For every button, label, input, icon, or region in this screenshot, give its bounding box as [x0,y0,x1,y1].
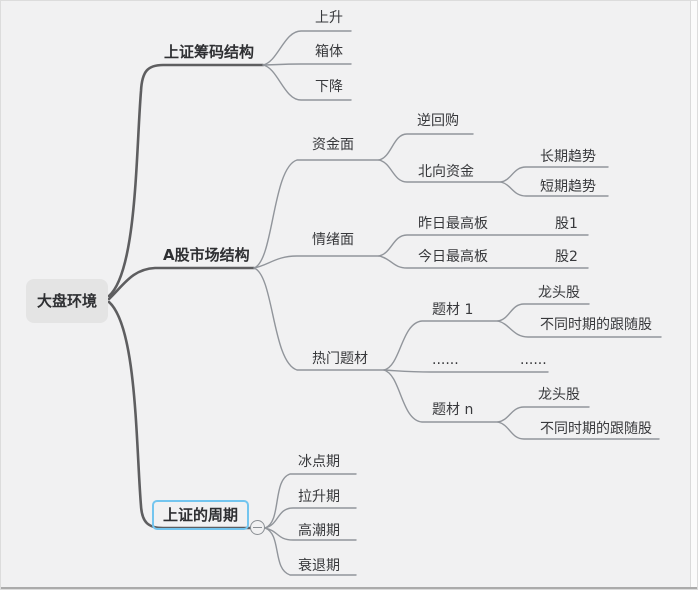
canvas-bottom-edge [1,587,697,589]
node-decline-period[interactable]: 衰退期 [298,558,340,574]
node-shanghai-cycle[interactable]: 上证的周期 [152,500,249,530]
node-stock-1[interactable]: 股1 [555,216,578,232]
node-topic-ellipsis[interactable]: ...... [432,352,459,368]
node-freezing-period[interactable]: 冰点期 [298,454,340,470]
branch-line-cycle [107,300,253,530]
node-hot-topics[interactable]: 热门题材 [312,351,368,367]
node-root[interactable]: 大盘环境 [26,279,108,323]
node-climax-period[interactable]: 高潮期 [298,523,340,539]
node-stock-2[interactable]: 股2 [555,249,578,265]
node-today-highest-board[interactable]: 今日最高板 [418,249,488,265]
node-rise[interactable]: 上升 [315,10,343,26]
node-short-term-trend[interactable]: 短期趋势 [540,179,596,195]
node-northbound-capital[interactable]: 北向资金 [418,164,474,180]
node-chip-structure[interactable]: 上证筹码结构 [164,43,255,61]
collapse-toggle-icon[interactable] [250,520,265,535]
node-topic-n-follower-stocks[interactable]: 不同时期的跟随股 [540,421,652,437]
node-a-share-structure[interactable]: A股市场结构 [163,246,250,264]
node-sentiment-side[interactable]: 情绪面 [312,232,354,248]
node-topic-1-leading-stock[interactable]: 龙头股 [538,285,580,301]
branch-line-chip [107,63,265,298]
node-topic-n[interactable]: 题材 n [432,402,474,418]
branch-line-a-share [107,266,256,301]
node-long-term-trend[interactable]: 长期趋势 [540,149,596,165]
node-topic-ellipsis-child[interactable]: ...... [520,352,547,368]
node-reverse-repo[interactable]: 逆回购 [417,113,459,129]
canvas-right-edge [690,1,697,589]
node-yesterday-highest-board[interactable]: 昨日最高板 [418,216,488,232]
node-box-range[interactable]: 箱体 [315,44,343,60]
node-capital-side[interactable]: 资金面 [312,137,354,153]
node-topic-n-leading-stock[interactable]: 龙头股 [538,387,580,403]
node-topic-1[interactable]: 题材 1 [432,302,474,318]
node-topic-1-follower-stocks[interactable]: 不同时期的跟随股 [540,317,652,333]
node-decline[interactable]: 下降 [315,79,343,95]
node-pullup-period[interactable]: 拉升期 [298,489,340,505]
